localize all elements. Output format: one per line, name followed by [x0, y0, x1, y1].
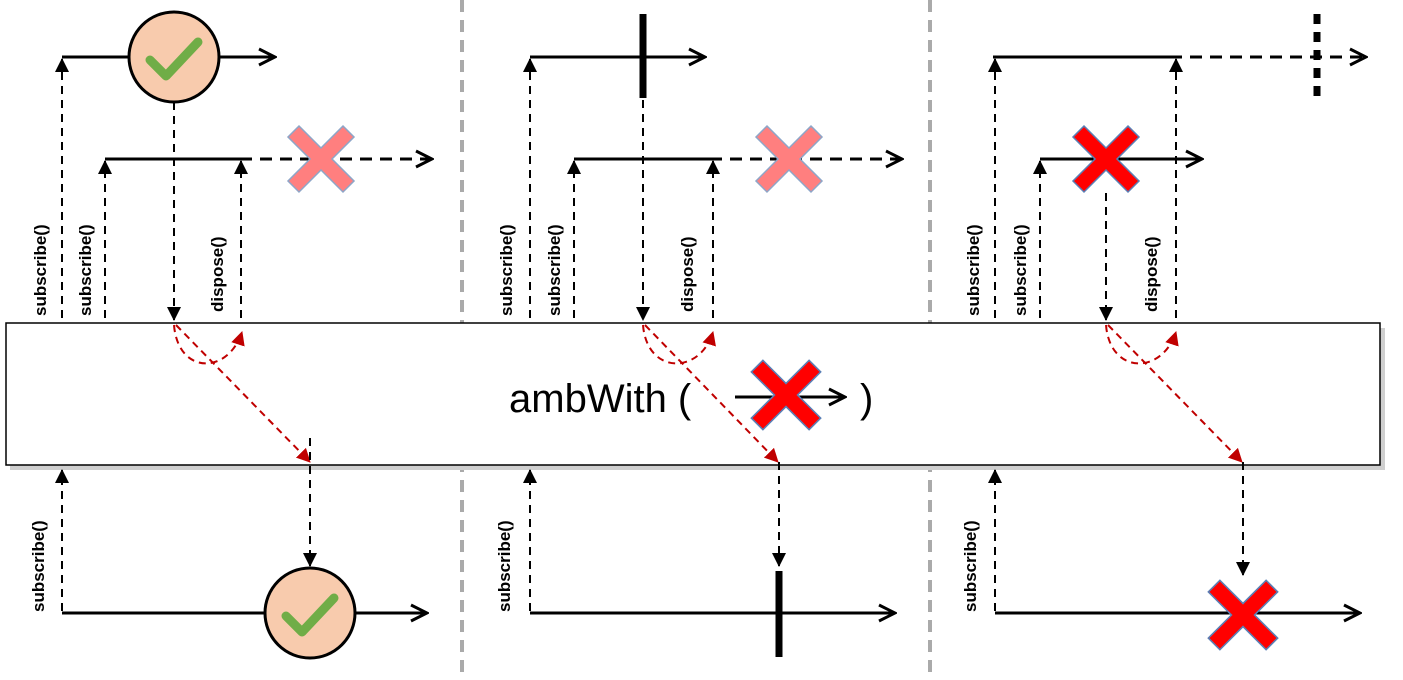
operator-label: ambWith (	[509, 377, 692, 421]
error-x-icon	[750, 359, 822, 431]
subscribe-label: subscribe()	[1011, 224, 1030, 316]
subscribe-label: subscribe()	[495, 520, 514, 612]
check-circle-icon	[263, 566, 357, 660]
dispose-label: dispose()	[208, 236, 227, 312]
subscribe-label: subscribe()	[497, 224, 516, 316]
dispose-label: dispose()	[1142, 236, 1161, 312]
subscribe-label: subscribe()	[964, 224, 983, 316]
subscribe-label: subscribe()	[76, 224, 95, 316]
operator-box	[5, 322, 1381, 466]
dispose-label: dispose()	[678, 236, 697, 312]
check-circle-icon	[127, 10, 221, 104]
operator-label-close: )	[860, 377, 873, 421]
cancelled-x-icon	[286, 124, 356, 194]
error-x-icon	[1071, 124, 1141, 194]
interaction-arrows-error	[1105, 324, 1243, 463]
error-x-icon	[1207, 579, 1279, 651]
result-success: subscribe()	[29, 438, 427, 660]
panel-error: subscribe() subscribe() dispose()	[964, 14, 1366, 321]
subscribe-label: subscribe()	[545, 224, 564, 316]
subscribe-label: subscribe()	[29, 520, 48, 612]
subscribe-label: subscribe()	[961, 520, 980, 612]
result-complete: subscribe()	[495, 462, 895, 657]
panel-complete: subscribe() subscribe() dispose()	[497, 14, 902, 321]
panel-success: subscribe() subscribe() dispose()	[31, 10, 432, 321]
interaction-arrows-success	[173, 324, 311, 463]
interaction-arrows-complete	[642, 324, 779, 463]
subscribe-label: subscribe()	[31, 224, 50, 316]
result-error: subscribe()	[961, 462, 1360, 651]
cancelled-x-icon	[754, 124, 824, 194]
